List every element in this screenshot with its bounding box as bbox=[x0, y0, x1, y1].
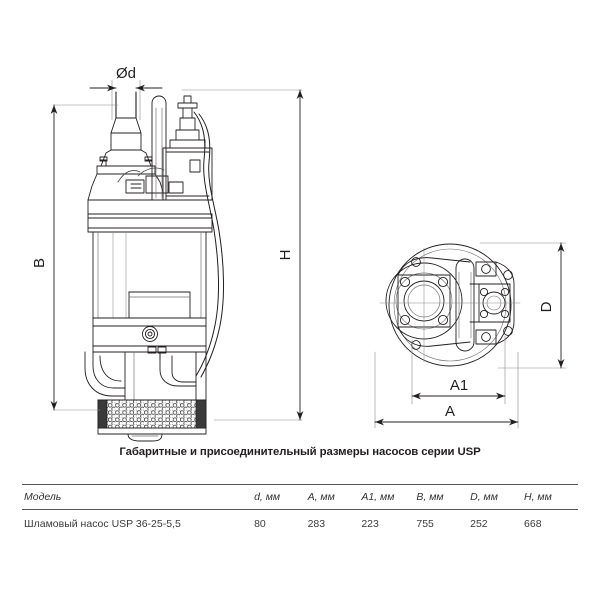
column-header-d: d, мм bbox=[254, 484, 308, 510]
pump-dimension-drawing: Ød B H bbox=[31, 65, 567, 442]
front-view-extension-lines bbox=[53, 79, 303, 421]
dimension-b: B bbox=[31, 104, 58, 411]
dimension-d: D bbox=[538, 242, 565, 369]
table-row: Шламовый насос USP 36-25-5,5 80 283 223 … bbox=[22, 509, 578, 539]
dim-label-d: D bbox=[538, 301, 555, 312]
cell-d: 80 bbox=[254, 509, 308, 539]
table-body: Шламовый насос USP 36-25-5,5 80 283 223 … bbox=[22, 509, 578, 539]
dimensions-table: Модель d, мм A, мм A1, мм B, мм D, мм H,… bbox=[22, 484, 578, 539]
cell-h: 668 bbox=[524, 509, 578, 539]
drawing-caption: Габаритные и присоединительный размеры н… bbox=[119, 446, 481, 458]
cell-d-outer: 252 bbox=[470, 509, 525, 539]
technical-drawing: Ød B H bbox=[31, 65, 567, 442]
dimension-diameter-d: Ød bbox=[89, 65, 163, 92]
dim-label-diameter-d: Ød bbox=[116, 65, 136, 82]
dim-label-b: B bbox=[31, 258, 48, 268]
column-header-h: H, мм bbox=[524, 484, 578, 510]
cell-model: Шламовый насос USP 36-25-5,5 bbox=[22, 509, 255, 539]
dimension-a1: A1 bbox=[411, 377, 506, 400]
column-header-a1: A1, мм bbox=[361, 484, 417, 510]
column-header-model: Модель bbox=[22, 484, 255, 510]
front-view-pump-body bbox=[84, 91, 225, 442]
table-header-row: Модель d, мм A, мм A1, мм B, мм D, мм H,… bbox=[22, 484, 578, 510]
column-header-a: A, мм bbox=[307, 484, 362, 510]
cell-a1: 223 bbox=[361, 509, 417, 539]
cell-b: 755 bbox=[416, 509, 471, 539]
dim-label-a: A bbox=[445, 403, 455, 420]
cell-a: 283 bbox=[307, 509, 362, 539]
column-header-d-outer: D, мм bbox=[470, 484, 525, 510]
dimension-h: H bbox=[277, 89, 304, 421]
top-view-extension-lines bbox=[374, 242, 567, 429]
dimension-a: A bbox=[374, 403, 519, 426]
dim-label-a1: A1 bbox=[450, 377, 468, 394]
column-header-b: B, мм bbox=[416, 484, 471, 510]
table-header: Модель d, мм A, мм A1, мм B, мм D, мм H,… bbox=[22, 484, 578, 510]
top-view-pump bbox=[379, 243, 521, 367]
dim-label-h: H bbox=[277, 250, 294, 261]
